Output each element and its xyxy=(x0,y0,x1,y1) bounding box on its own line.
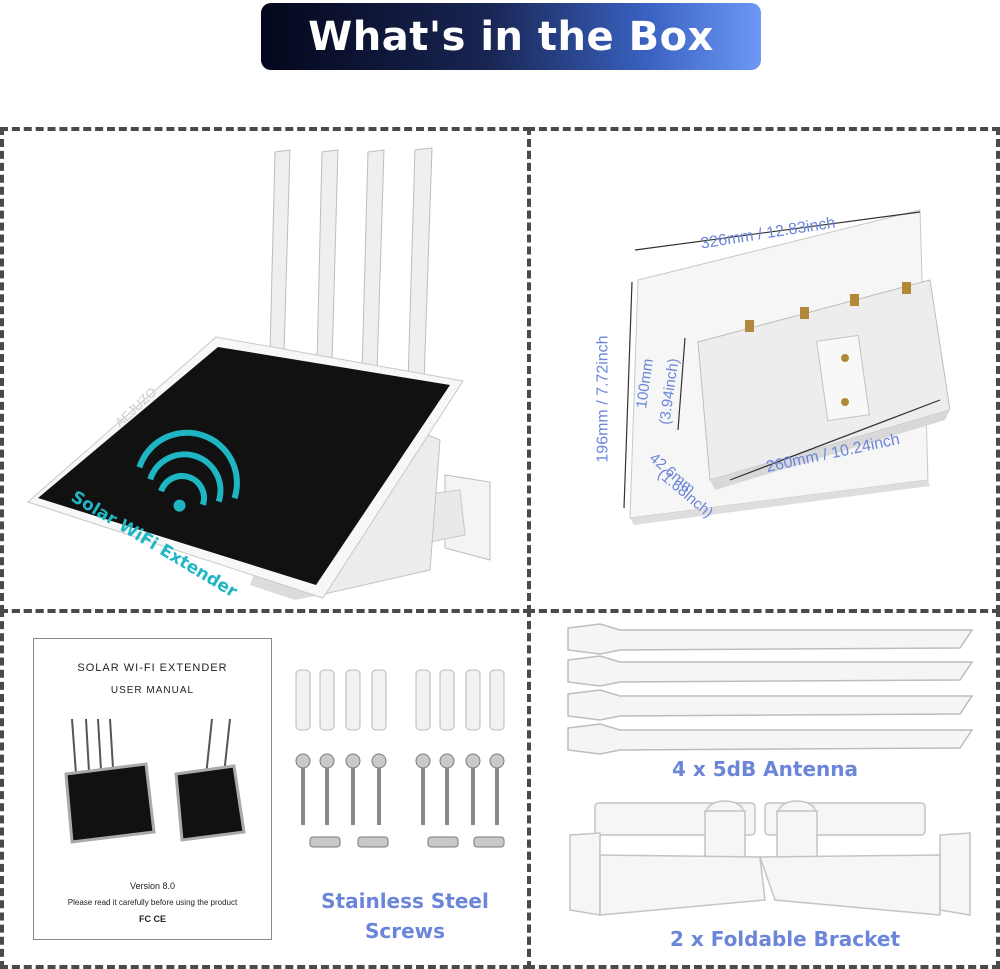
user-manual: SOLAR WI-FI EXTENDER USER MANUAL Version… xyxy=(33,638,272,940)
manual-product-images xyxy=(64,718,246,844)
manual-title: SOLAR WI-FI EXTENDER xyxy=(77,662,228,674)
screws-label-line1: Stainless Steel xyxy=(321,889,489,913)
brackets-illustration xyxy=(569,800,971,916)
manual-cert-icons: FC CE xyxy=(139,914,166,924)
screws-anchors-illustration xyxy=(295,669,505,848)
wifi-logo-icon xyxy=(136,429,240,512)
header-banner: What's in the Box xyxy=(261,3,761,70)
antennas-illustration xyxy=(567,623,974,755)
manual-subtitle: USER MANUAL xyxy=(110,685,195,696)
screws-label-line2: Screws xyxy=(364,919,446,943)
panel-antenna-brackets xyxy=(527,609,1000,969)
dim-panel-height: 196mm / 7.72inch xyxy=(594,335,612,463)
dimension-diagram xyxy=(623,209,950,525)
bracket-label: 2 x Foldable Bracket xyxy=(669,927,901,951)
antenna-label: 4 x 5dB Antenna xyxy=(672,757,858,781)
solar-extender-illustration: AEJUZO Solar WiFi Extender xyxy=(27,147,491,600)
manual-version: Version 8.0 xyxy=(129,881,176,891)
page-title: What's in the Box xyxy=(308,13,714,60)
manual-note: Please read it carefully before using th… xyxy=(67,898,238,907)
